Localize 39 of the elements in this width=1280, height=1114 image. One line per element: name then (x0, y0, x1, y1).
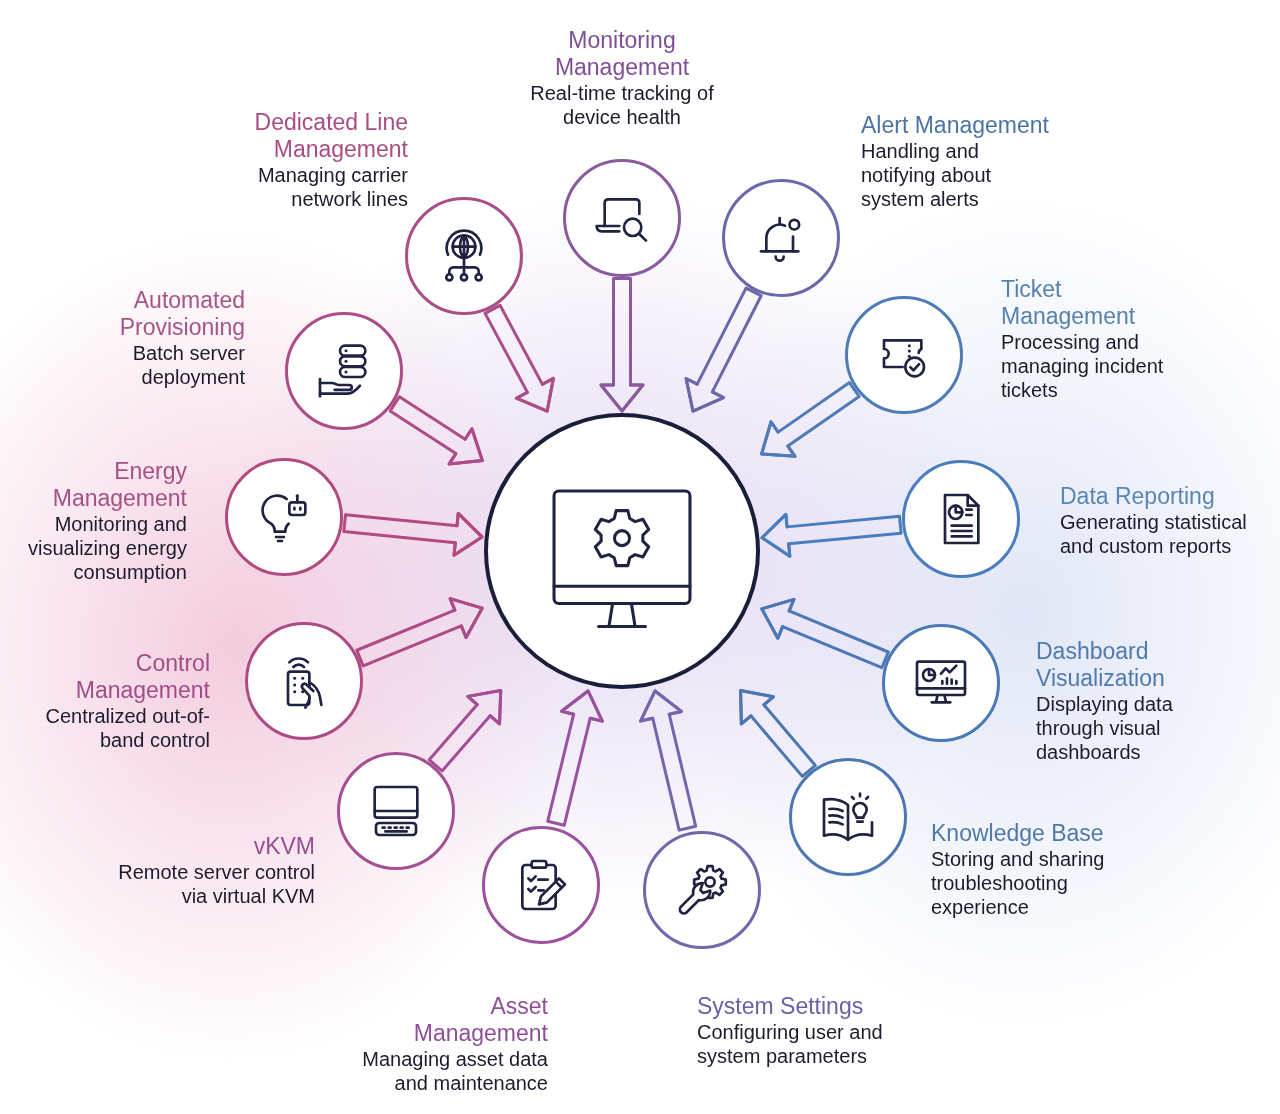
module-description: Generating statistical and custom reports (1060, 510, 1248, 558)
arrow (760, 597, 890, 670)
arrow (760, 381, 861, 458)
arrow (639, 689, 698, 832)
module-title: Control Management (74, 650, 210, 704)
module-title: vKVM (253, 833, 315, 860)
module-description: Configuring user and system parameters (697, 1020, 884, 1068)
arrow (739, 689, 817, 778)
module-title: Dedicated Line Management (253, 109, 408, 163)
module-description: Handling and notifying about system alerts (861, 139, 993, 211)
module-description: Processing and managing incident tickets (1001, 330, 1165, 402)
arrow (546, 689, 604, 827)
module-description: Batch server deployment (131, 341, 245, 389)
module-title: Knowledge Base (931, 820, 1104, 847)
arrow (684, 286, 763, 413)
arrow (599, 277, 645, 413)
arrow (483, 303, 555, 413)
module-title: Monitoring Management (553, 27, 691, 81)
module-description: Monitoring and visualizing energy consumption (27, 512, 187, 584)
module-title: Energy Management (51, 458, 187, 512)
module-title: Data Reporting (1060, 483, 1215, 510)
module-description: Displaying data through visual dashboards (1036, 692, 1174, 764)
module-title: Ticket Management (1001, 276, 1137, 330)
module-title: System Settings (697, 993, 864, 1020)
module-description: Managing carrier network lines (256, 163, 408, 211)
module-description: Real-time tracking of device health (529, 81, 715, 129)
arrow (388, 395, 484, 466)
module-title: Asset Management (412, 993, 548, 1047)
module-description: Remote server control via virtual KVM (117, 860, 315, 908)
arrow (427, 689, 503, 773)
arrow (355, 597, 484, 668)
module-description: Managing asset data and maintenance (361, 1047, 548, 1095)
module-title: Alert Management (861, 112, 1049, 139)
module-description: Centralized out-of-band control (44, 704, 210, 752)
module-title: Automated Provisioning (118, 287, 245, 341)
module-description: Storing and sharing troubleshooting experience (931, 847, 1106, 919)
arrow (760, 512, 903, 558)
arrow (342, 511, 484, 557)
module-title: Dashboard Visualization (1036, 638, 1166, 692)
